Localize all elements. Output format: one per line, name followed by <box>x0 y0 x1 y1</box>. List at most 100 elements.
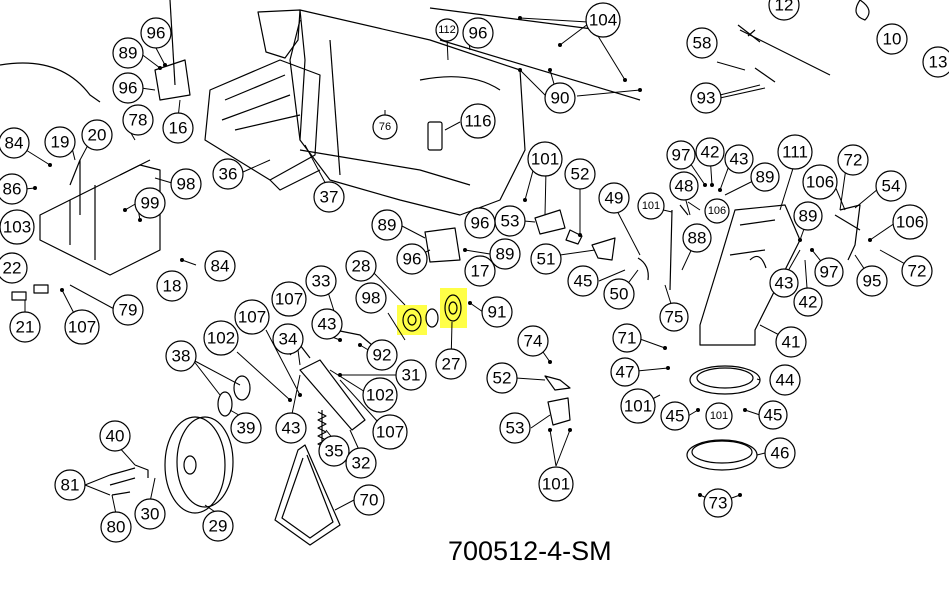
callout-45: 45 <box>660 401 690 431</box>
svg-text:74: 74 <box>524 332 543 351</box>
callout-31: 31 <box>395 359 427 391</box>
svg-text:107: 107 <box>275 290 303 309</box>
svg-text:29: 29 <box>209 517 228 536</box>
callout-111: 111 <box>777 134 813 170</box>
svg-text:106: 106 <box>896 213 924 232</box>
svg-text:42: 42 <box>701 143 720 162</box>
callout-99: 99 <box>134 187 166 219</box>
callout-89: 89 <box>371 209 403 241</box>
svg-text:38: 38 <box>172 347 191 366</box>
callout-54: 54 <box>875 170 907 202</box>
svg-text:40: 40 <box>106 427 125 446</box>
svg-text:107: 107 <box>68 318 96 337</box>
svg-text:45: 45 <box>666 407 685 426</box>
svg-text:96: 96 <box>469 24 488 43</box>
svg-text:27: 27 <box>442 355 461 374</box>
rod-90 <box>439 39 641 101</box>
callout-93: 93 <box>690 82 722 114</box>
svg-text:101: 101 <box>624 397 652 416</box>
callout-103: 103 <box>0 209 35 245</box>
svg-text:97: 97 <box>672 146 691 165</box>
callout-50: 50 <box>603 278 635 310</box>
svg-text:111: 111 <box>782 143 808 162</box>
svg-text:51: 51 <box>537 250 556 269</box>
callout-73: 73 <box>703 488 733 518</box>
svg-text:33: 33 <box>312 272 331 291</box>
fastener-dots <box>33 16 872 497</box>
callout-45: 45 <box>758 400 788 430</box>
callout-21: 21 <box>9 311 41 343</box>
callout-84: 84 <box>204 250 236 282</box>
callout-72: 72 <box>901 255 933 287</box>
callout-92: 92 <box>366 339 398 371</box>
svg-text:12: 12 <box>775 0 794 15</box>
svg-text:41: 41 <box>782 333 801 352</box>
svg-text:30: 30 <box>141 505 160 524</box>
svg-text:80: 80 <box>107 518 126 537</box>
svg-text:52: 52 <box>493 369 512 388</box>
callout-102: 102 <box>203 320 239 356</box>
callout-58: 58 <box>686 27 718 59</box>
callout-42: 42 <box>793 287 823 317</box>
svg-text:21: 21 <box>16 318 35 337</box>
svg-text:71: 71 <box>618 329 637 348</box>
svg-text:112: 112 <box>438 24 456 36</box>
chute-mount <box>257 9 301 59</box>
callout-97: 97 <box>666 140 696 170</box>
svg-text:86: 86 <box>3 180 22 199</box>
callout-30: 30 <box>134 498 166 530</box>
svg-text:88: 88 <box>688 229 707 248</box>
svg-text:98: 98 <box>177 175 196 194</box>
svg-text:76: 76 <box>379 121 391 133</box>
callout-51: 51 <box>530 243 562 275</box>
callout-106: 106 <box>802 164 838 200</box>
callout-101: 101 <box>538 466 574 502</box>
svg-text:19: 19 <box>51 133 70 152</box>
bracket-16 <box>154 59 191 101</box>
callout-52: 52 <box>564 158 596 190</box>
part-53-lower <box>547 397 571 426</box>
svg-text:45: 45 <box>764 406 783 425</box>
svg-text:116: 116 <box>464 112 491 131</box>
callout-43: 43 <box>311 308 343 340</box>
svg-text:58: 58 <box>693 34 712 53</box>
callout-89: 89 <box>793 201 823 231</box>
blower-housing <box>299 9 526 216</box>
callout-47: 47 <box>610 357 640 387</box>
svg-text:36: 36 <box>219 165 238 184</box>
svg-text:89: 89 <box>119 44 138 63</box>
svg-text:96: 96 <box>471 214 490 233</box>
callout-81: 81 <box>54 469 86 501</box>
callout-27: 27 <box>435 348 467 380</box>
svg-text:32: 32 <box>352 454 371 473</box>
callout-98: 98 <box>355 282 387 314</box>
callout-17: 17 <box>464 255 496 287</box>
callout-20: 20 <box>81 119 113 151</box>
svg-text:50: 50 <box>610 285 629 304</box>
callout-18: 18 <box>156 270 188 302</box>
callout-46: 46 <box>764 437 796 469</box>
svg-text:49: 49 <box>605 189 624 208</box>
svg-text:75: 75 <box>665 308 684 327</box>
callout-16: 16 <box>162 112 194 144</box>
svg-text:52: 52 <box>571 165 590 184</box>
callout-96: 96 <box>112 72 144 104</box>
callout-96: 96 <box>464 207 496 239</box>
callout-72: 72 <box>837 144 869 176</box>
svg-text:95: 95 <box>863 272 882 291</box>
svg-text:42: 42 <box>799 293 818 312</box>
svg-text:18: 18 <box>163 277 182 296</box>
callout-10: 10 <box>876 23 908 55</box>
callout-13: 13 <box>922 46 949 78</box>
svg-text:98: 98 <box>362 289 381 308</box>
control-cable <box>0 62 101 103</box>
svg-text:81: 81 <box>61 476 80 495</box>
svg-text:16: 16 <box>169 119 188 138</box>
callout-101: 101 <box>637 192 665 220</box>
svg-text:107: 107 <box>238 308 266 327</box>
svg-text:20: 20 <box>88 126 107 145</box>
svg-text:79: 79 <box>119 301 138 320</box>
callout-29: 29 <box>202 510 234 542</box>
callout-101: 101 <box>527 141 563 177</box>
